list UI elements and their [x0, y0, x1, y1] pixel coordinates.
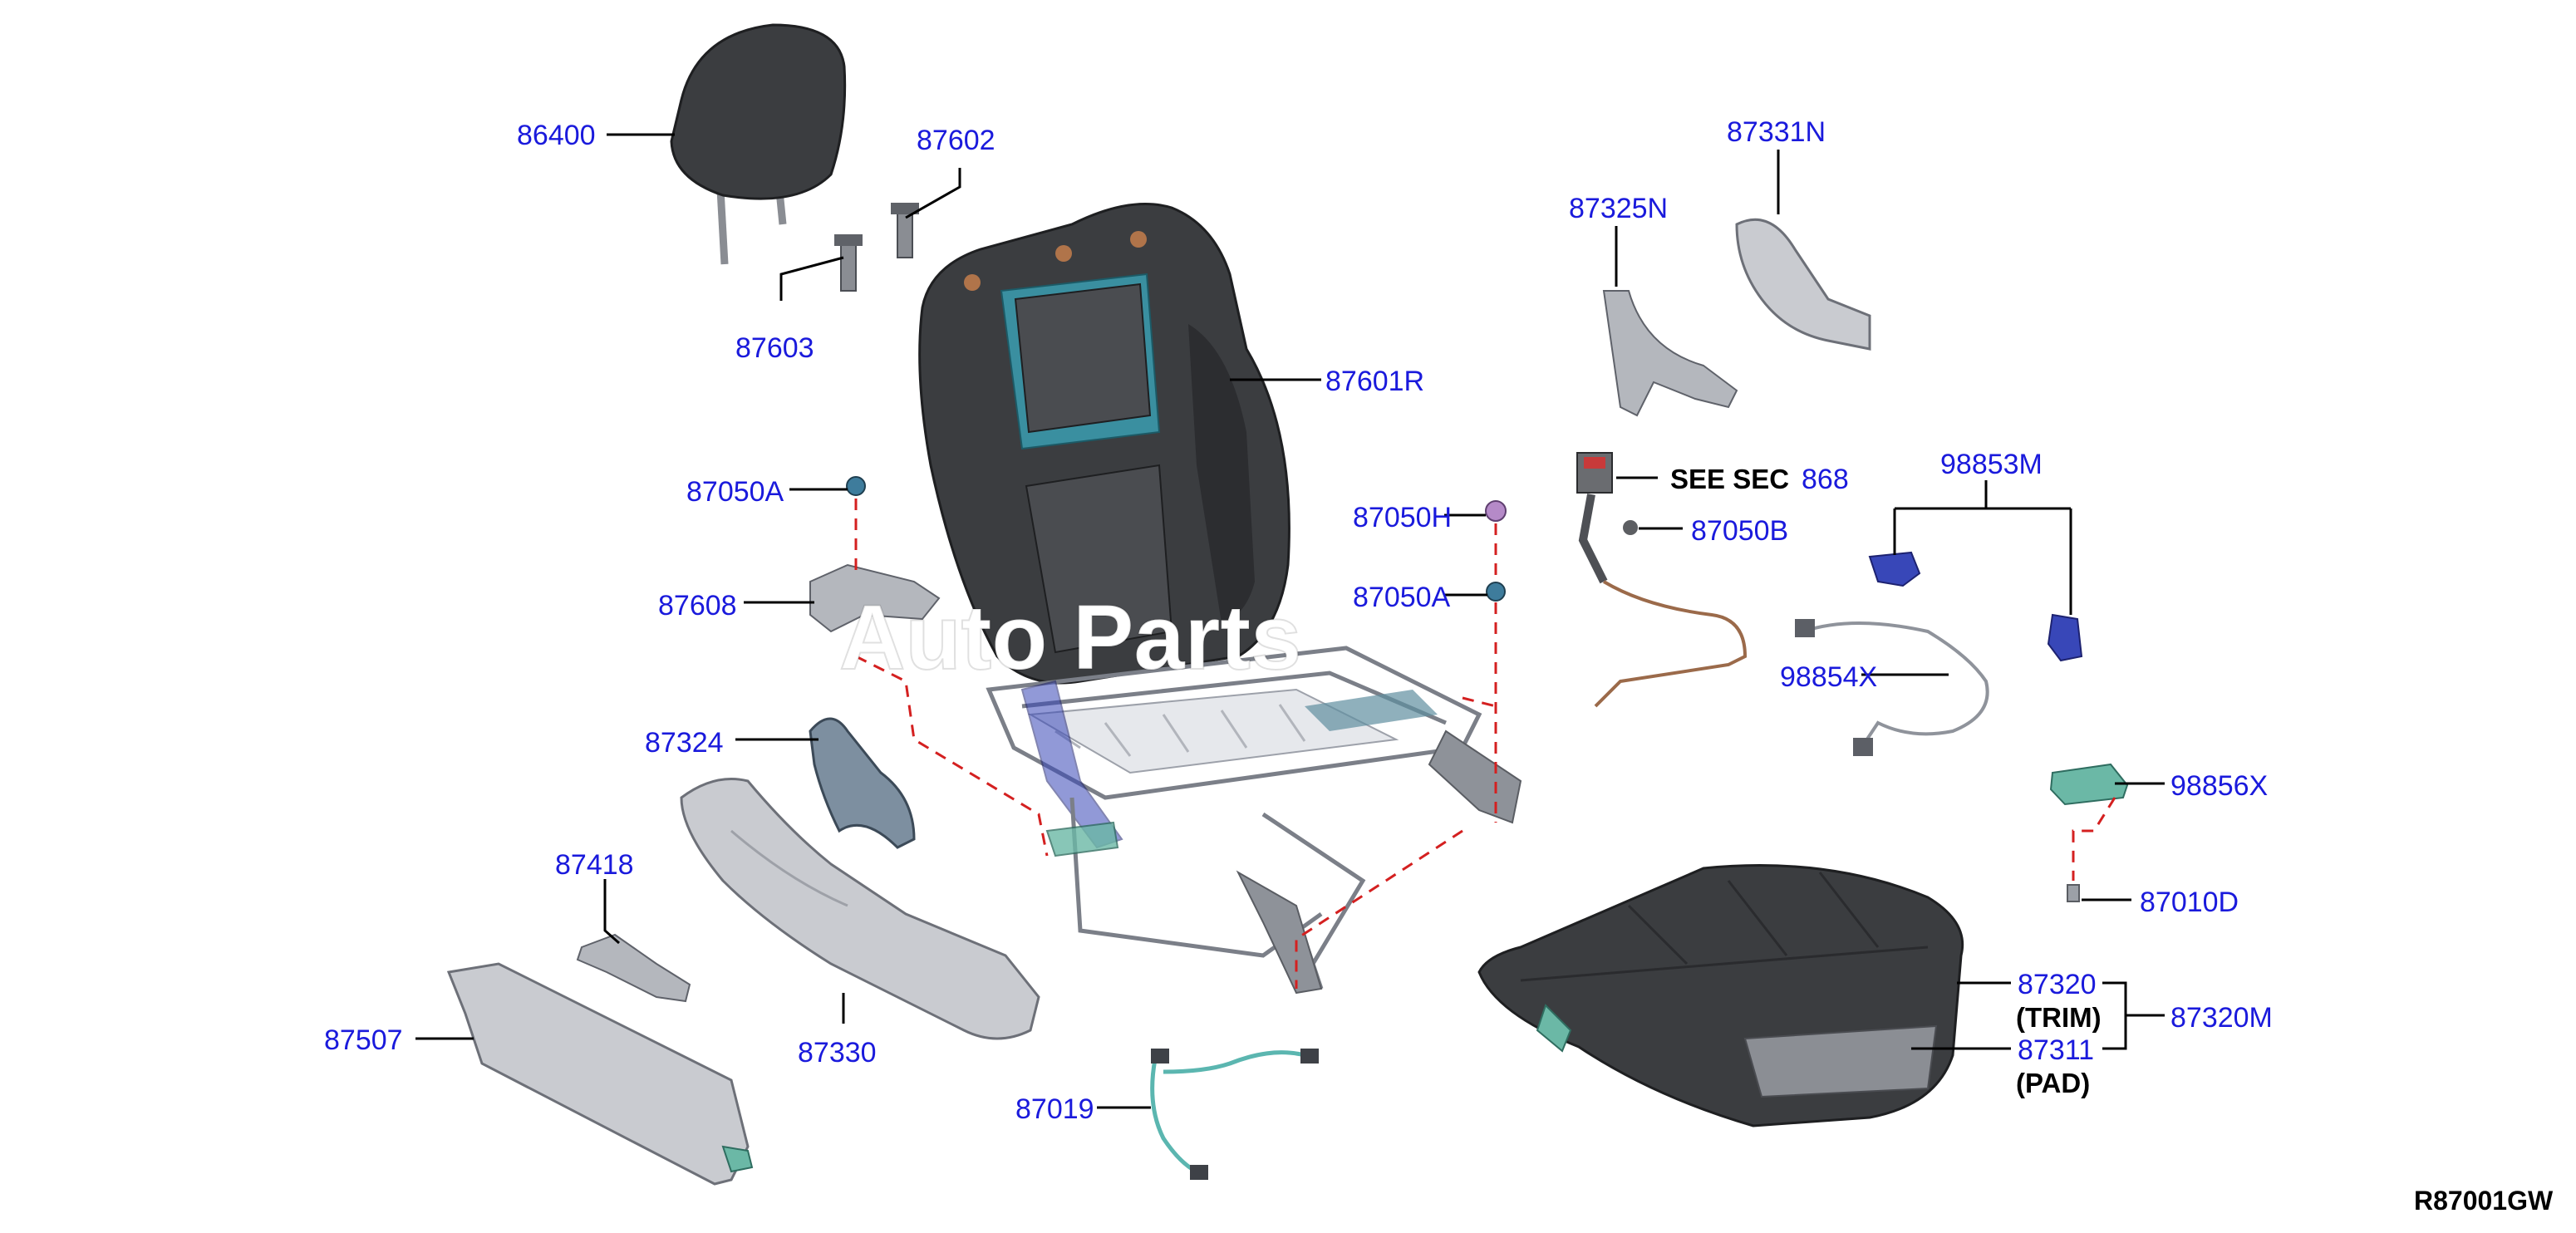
callout-labels: 86400 87602 87603 87601R 87050A 87608 87… [324, 116, 2273, 1125]
callout-87330[interactable]: 87330 [798, 1037, 877, 1068]
callout-98854X[interactable]: 98854X [1780, 661, 1877, 693]
callout-87602[interactable]: 87602 [917, 125, 995, 156]
callout-87311[interactable]: 87311 [2018, 1034, 2094, 1066]
seat-back-illustration [918, 203, 1290, 685]
callout-87507[interactable]: 87507 [324, 1024, 403, 1056]
bolt-87010D-illustration [2067, 884, 2080, 902]
module-98856X-illustration [2049, 763, 2129, 806]
seat-cushion-illustration [1477, 864, 1964, 1127]
seat-frame-illustration [986, 646, 1522, 995]
callout-87050A-left[interactable]: 87050A [686, 476, 784, 508]
bracket-87325N-illustration [1602, 290, 1738, 417]
harness-98854X-illustration [1795, 619, 1989, 756]
callout-98856X[interactable]: 98856X [2170, 770, 2268, 802]
knob-87418-illustration [576, 933, 691, 1003]
side-finisher-87507-illustration [446, 962, 754, 1186]
headrest-illustration [670, 23, 847, 265]
see-section-note: SEE SEC 868 [1670, 464, 1849, 495]
callout-86400[interactable]: 86400 [517, 120, 596, 151]
callout-87418[interactable]: 87418 [555, 849, 634, 881]
callout-868-section-link[interactable]: 868 [1802, 464, 1849, 495]
see-sec-label: SEE SEC [1670, 464, 1789, 494]
headrest-guide-illustration [834, 203, 919, 292]
alignment-lines [854, 499, 2116, 989]
callout-98853M[interactable]: 98853M [1940, 449, 2043, 480]
wire-harness-87019-illustration [1150, 1049, 1319, 1180]
callout-87601R[interactable]: 87601R [1325, 366, 1424, 397]
pad-note: (PAD) [2016, 1068, 2090, 1098]
outer-finisher-illustration [680, 778, 1040, 1040]
cover-87331N-illustration [1735, 218, 1871, 351]
callout-87050H[interactable]: 87050H [1353, 502, 1452, 533]
callout-87320[interactable]: 87320 [2018, 969, 2097, 1000]
sensor-98853M-illustration [1868, 551, 2083, 662]
bolt-set-illustration [846, 476, 1507, 602]
callout-87324[interactable]: 87324 [645, 727, 724, 759]
callout-87603[interactable]: 87603 [735, 332, 814, 364]
callout-87019[interactable]: 87019 [1015, 1093, 1094, 1125]
callout-87325N[interactable]: 87325N [1569, 193, 1668, 224]
diagram-id: R87001GW [2414, 1186, 2554, 1216]
callout-87608[interactable]: 87608 [658, 590, 737, 621]
watermark-text: Auto Parts [839, 587, 1301, 689]
callout-87050A-right[interactable]: 87050A [1353, 582, 1451, 613]
callout-87331N[interactable]: 87331N [1727, 116, 1826, 148]
callout-87050B[interactable]: 87050B [1691, 515, 1788, 547]
inner-cover-illustration [809, 717, 916, 849]
leader-lines [415, 133, 2165, 1109]
callout-87320M[interactable]: 87320M [2170, 1002, 2273, 1034]
belt-buckle-illustration [1576, 452, 1748, 708]
callout-87010D[interactable]: 87010D [2140, 887, 2239, 918]
bracket-87608-illustration [809, 563, 941, 633]
trim-note: (TRIM) [2016, 1002, 2102, 1033]
